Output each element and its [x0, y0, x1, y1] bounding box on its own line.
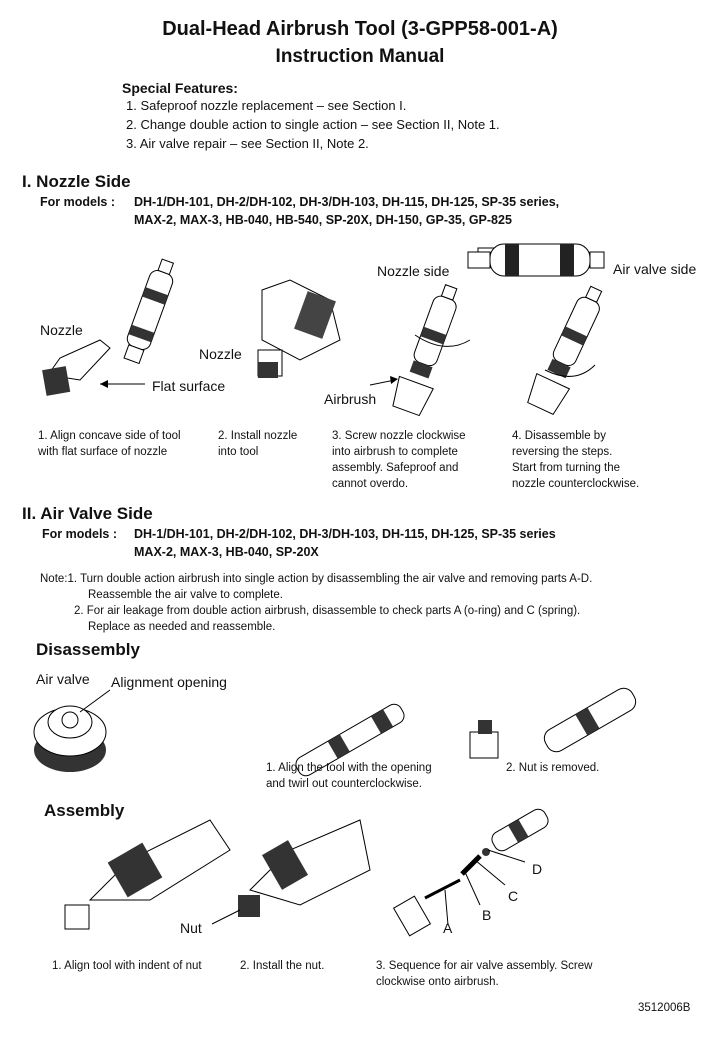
- nozzle-step-4: 4. Disassemble by reversing the steps. S…: [512, 430, 640, 490]
- note-2: 2. For air leakage from double action ai…: [74, 605, 581, 617]
- disassembly-title: Disassembly: [36, 640, 140, 659]
- nozzle-side-illustrations: [42, 243, 605, 417]
- air-valve-figure: [33, 705, 107, 772]
- nut-figure: [469, 720, 499, 759]
- section1-models-line2: MAX-2, MAX-3, HB-040, HB-540, SP-20X, DH…: [134, 213, 512, 227]
- special-features-heading: Special Features:: [122, 80, 238, 96]
- tool-figure-4: [527, 285, 603, 415]
- document-code: 3512006B: [638, 1002, 691, 1014]
- label-air-valve: Air valve: [36, 671, 90, 687]
- part-label-d: D: [532, 861, 543, 877]
- assembly-figure-1: [64, 819, 231, 930]
- part-label-b: B: [482, 907, 492, 923]
- assembly-figure-3: [392, 808, 549, 937]
- part-label-c: C: [508, 888, 519, 904]
- note-2-cont: Replace as needed and reassemble.: [88, 621, 276, 633]
- assembly-title: Assembly: [44, 801, 125, 820]
- assembly-illustrations: [64, 808, 549, 937]
- label-airbrush: Airbrush: [324, 391, 377, 407]
- assembly-step-1: 1. Align tool with indent of nut: [52, 960, 202, 972]
- label-alignment-opening: Alignment opening: [111, 674, 227, 690]
- manual-title: Dual-Head Airbrush Tool (3-GPP58-001-A): [162, 18, 558, 40]
- label-flat-surface: Flat surface: [152, 378, 226, 394]
- label-nozzle-2: Nozzle: [199, 346, 242, 362]
- special-feature-item: 3. Air valve repair – see Section II, No…: [126, 136, 369, 151]
- nozzle-step-3: 3. Screw nozzle clockwise into airbrush …: [332, 430, 466, 490]
- label-nut: Nut: [180, 920, 202, 936]
- tool-figure-2: [257, 279, 341, 378]
- manual-subtitle: Instruction Manual: [275, 46, 445, 67]
- section2-models-label: For models :: [42, 527, 118, 541]
- tool-figure-1: [123, 258, 175, 365]
- disassembly-step-2: 2. Nut is removed.: [506, 762, 600, 774]
- tool-disassembly-2: [543, 687, 637, 753]
- label-air-valve-side: Air valve side: [613, 261, 697, 277]
- tool-figure-3: [392, 284, 458, 417]
- section1-models-line1: DH-1/DH-101, DH-2/DH-102, DH-3/DH-103, D…: [134, 195, 560, 209]
- section1-title: I. Nozzle Side: [22, 172, 131, 191]
- disassembly-illustrations: [33, 687, 637, 777]
- nozzle-step-2: 2. Install nozzle into tool: [218, 430, 298, 458]
- nozzle-step-1: 1. Align concave side of tool with flat …: [38, 430, 181, 458]
- note-1-cont: Reassemble the air valve to complete.: [88, 589, 283, 601]
- special-feature-item: 2. Change double action to single action…: [126, 117, 500, 132]
- dual-head-tool-figure: [467, 243, 605, 277]
- section2-title: II. Air Valve Side: [22, 504, 153, 523]
- special-feature-item: 1. Safeproof nozzle replacement – see Se…: [126, 98, 407, 113]
- tool-disassembly-1: [295, 703, 405, 777]
- assembly-step-3: 3. Sequence for air valve assembly. Scre…: [376, 960, 593, 988]
- assembly-figure-2: [238, 819, 371, 917]
- part-label-a: A: [443, 920, 453, 936]
- note-1: Note:1. Turn double action airbrush into…: [40, 573, 593, 585]
- disassembly-step-1: 1. Align the tool with the opening and t…: [266, 762, 432, 790]
- section1-models-label: For models :: [40, 195, 116, 209]
- section2-models-line2: MAX-2, MAX-3, HB-040, SP-20X: [134, 545, 319, 559]
- nozzle-figure-1: [42, 339, 111, 396]
- section2-models-line1: DH-1/DH-101, DH-2/DH-102, DH-3/DH-103, D…: [134, 527, 556, 541]
- assembly-step-2: 2. Install the nut.: [240, 960, 325, 972]
- label-nozzle-side: Nozzle side: [377, 263, 450, 279]
- label-nozzle: Nozzle: [40, 322, 83, 338]
